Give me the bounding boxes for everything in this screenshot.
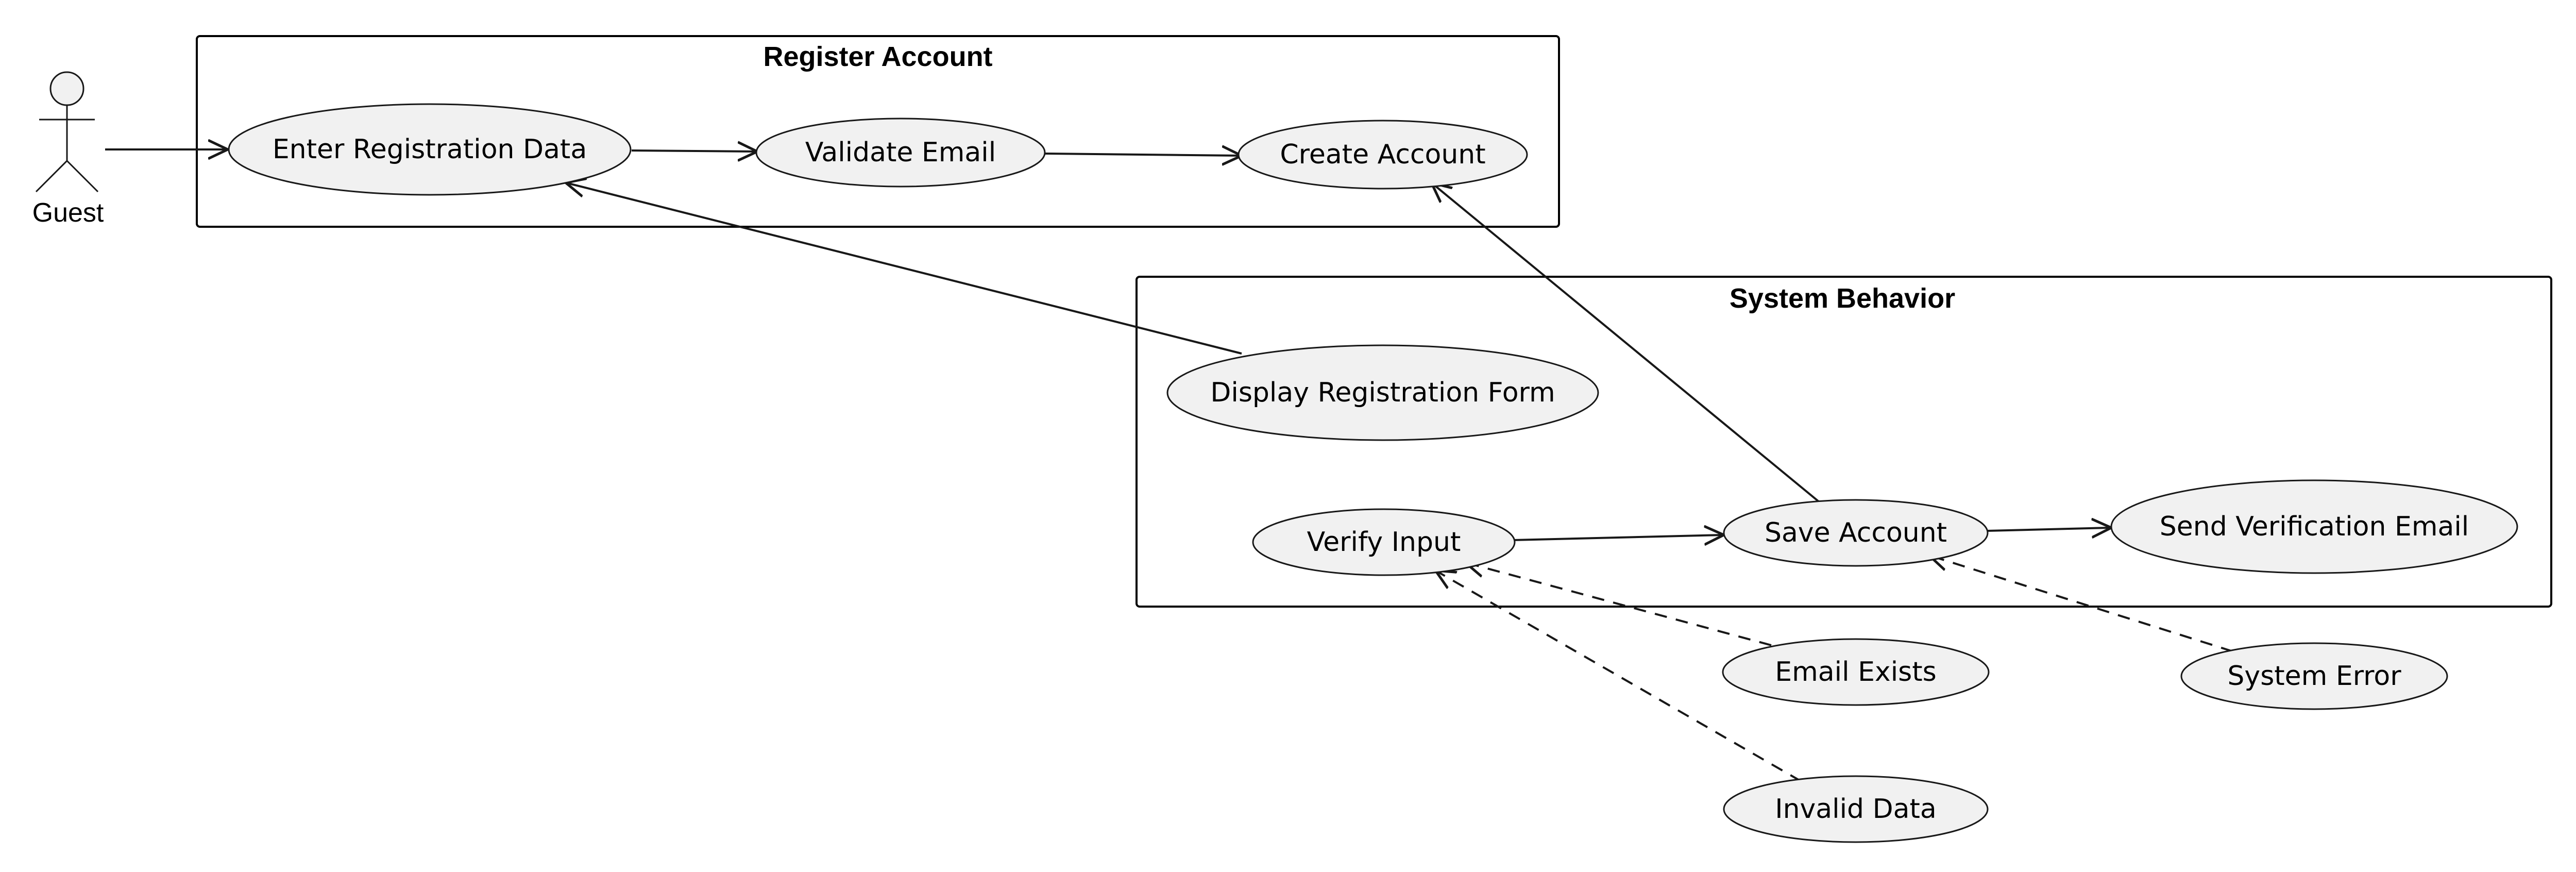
edge-invalid-data-to-verify-input <box>1436 571 1802 782</box>
use-case-create-account: Create Account <box>1238 120 1528 190</box>
edge-verify-input-to-save-account <box>1512 535 1723 540</box>
use-case-label: Enter Registration Data <box>273 134 587 165</box>
use-case-label: Save Account <box>1765 517 1947 548</box>
use-case-display-registration-form: Display Registration Form <box>1166 344 1599 441</box>
use-case-save-account: Save Account <box>1723 499 1989 567</box>
actor-head-icon <box>49 71 84 106</box>
package-register-account: Register Account <box>196 35 1560 228</box>
edge-email-exists-to-verify-input <box>1466 563 1772 646</box>
package-title: System Behavior <box>1730 283 1955 314</box>
use-case-send-verification-email: Send Verification Email <box>2110 479 2518 574</box>
package-title: Register Account <box>763 41 992 72</box>
edge-enter-data-to-validate-email <box>631 150 756 152</box>
use-case-validate-email: Validate Email <box>755 118 1046 188</box>
actor-label: Guest <box>32 198 104 228</box>
use-case-email-exists: Email Exists <box>1722 638 1990 706</box>
use-case-invalid-data: Invalid Data <box>1723 775 1989 843</box>
use-case-label: Display Registration Form <box>1210 377 1555 408</box>
use-case-label: Validate Email <box>805 137 996 168</box>
use-case-enter-registration-data: Enter Registration Data <box>228 103 632 196</box>
use-case-label: Invalid Data <box>1775 794 1937 825</box>
edge-system-error-to-save-account <box>1930 556 2233 652</box>
use-case-label: Verify Input <box>1307 527 1461 558</box>
edge-display-form-to-enter-data <box>567 183 1242 355</box>
use-case-label: Send Verification Email <box>2160 511 2469 542</box>
edge-validate-email-to-create-account <box>1044 154 1241 156</box>
use-case-label: Email Exists <box>1775 657 1936 687</box>
actor-guest: Guest <box>32 71 104 228</box>
edge-save-account-to-send-email <box>1987 528 2110 531</box>
package-system-behavior: System Behavior <box>1136 276 2552 608</box>
use-case-label: Create Account <box>1280 139 1485 170</box>
use-case-system-error: System Error <box>2180 642 2448 710</box>
edges <box>105 149 2233 782</box>
use-case-label: System Error <box>2227 661 2401 692</box>
edge-save-account-to-create-account <box>1432 183 1823 505</box>
use-case-verify-input: Verify Input <box>1252 508 1516 576</box>
